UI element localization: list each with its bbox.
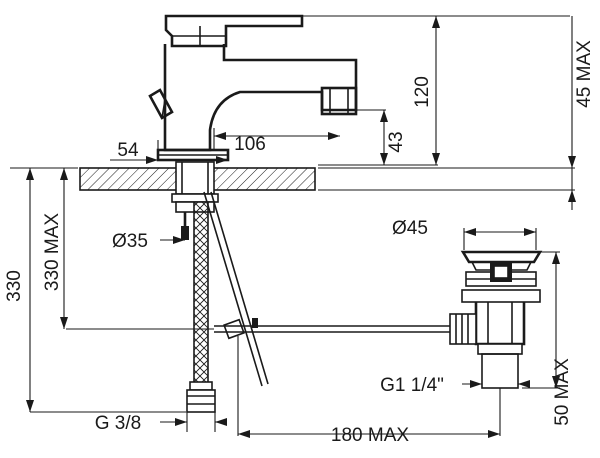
deck-section — [79, 161, 316, 240]
label-inlet-thread: G 3/8 — [95, 413, 141, 434]
label-tail-length-max: 330 MAX — [42, 213, 63, 291]
label-total-height: 120 — [412, 76, 433, 108]
label-spout-reach: 106 — [234, 134, 266, 155]
label-waste-thread: G1 1/4" — [380, 375, 444, 396]
label-tail-length: 330 — [4, 270, 25, 302]
label-base-diameter: Ø35 — [112, 231, 148, 252]
extension-lines — [10, 15, 575, 436]
mixer-body — [148, 14, 358, 162]
label-rod-reach-max: 180 MAX — [331, 425, 409, 446]
label-base-offset: 54 — [117, 140, 139, 161]
flex-hose — [186, 202, 216, 413]
label-spout-height: 43 — [386, 131, 407, 152]
dimension-labels: 106 54 43 120 45 MAX 330 330 MAX Ø35 Ø45… — [4, 40, 595, 446]
popup-waste — [449, 250, 543, 389]
dimension-lines — [26, 16, 576, 438]
label-deck-thickness-max: 45 MAX — [574, 40, 595, 108]
label-waste-diameter: Ø45 — [392, 218, 428, 239]
label-waste-depth-max: 50 MAX — [552, 358, 573, 426]
lift-rod-linkage — [66, 191, 450, 387]
